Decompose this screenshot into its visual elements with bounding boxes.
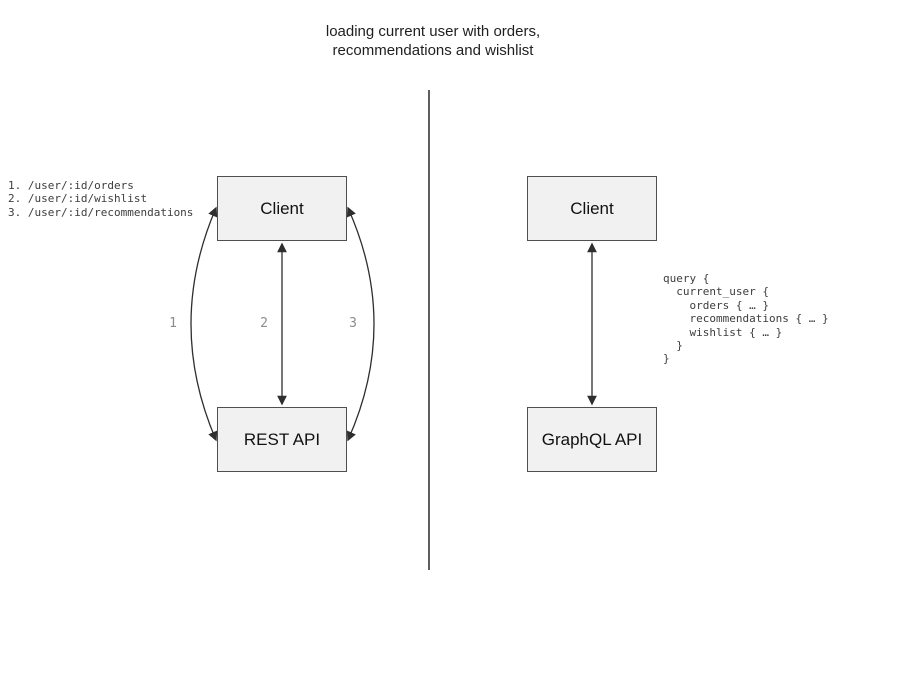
rest-endpoints-list: 1. /user/:id/orders 2. /user/:id/wishlis…: [8, 179, 194, 219]
client-box-graphql-label: Client: [570, 198, 614, 218]
arrow-label-2: 2: [260, 316, 268, 331]
rest-api-box: REST API: [217, 407, 347, 472]
graphql-api-box-label: GraphQL API: [541, 429, 643, 449]
client-box-rest: Client: [217, 176, 347, 241]
rest-api-box-label: REST API: [243, 429, 321, 449]
arrow-label-1: 1: [169, 316, 177, 331]
diagram-title: loading current user with orders, recomm…: [325, 23, 541, 59]
client-box-graphql: Client: [527, 176, 657, 241]
graphql-api-box: GraphQL API: [527, 407, 657, 472]
divider-line: [428, 90, 430, 570]
graphql-query-code: query { current_user { orders { … } reco…: [663, 272, 829, 366]
client-box-rest-label: Client: [260, 198, 304, 218]
rest-arrow-orders: [190, 206, 218, 442]
arrow-label-3: 3: [349, 316, 357, 331]
